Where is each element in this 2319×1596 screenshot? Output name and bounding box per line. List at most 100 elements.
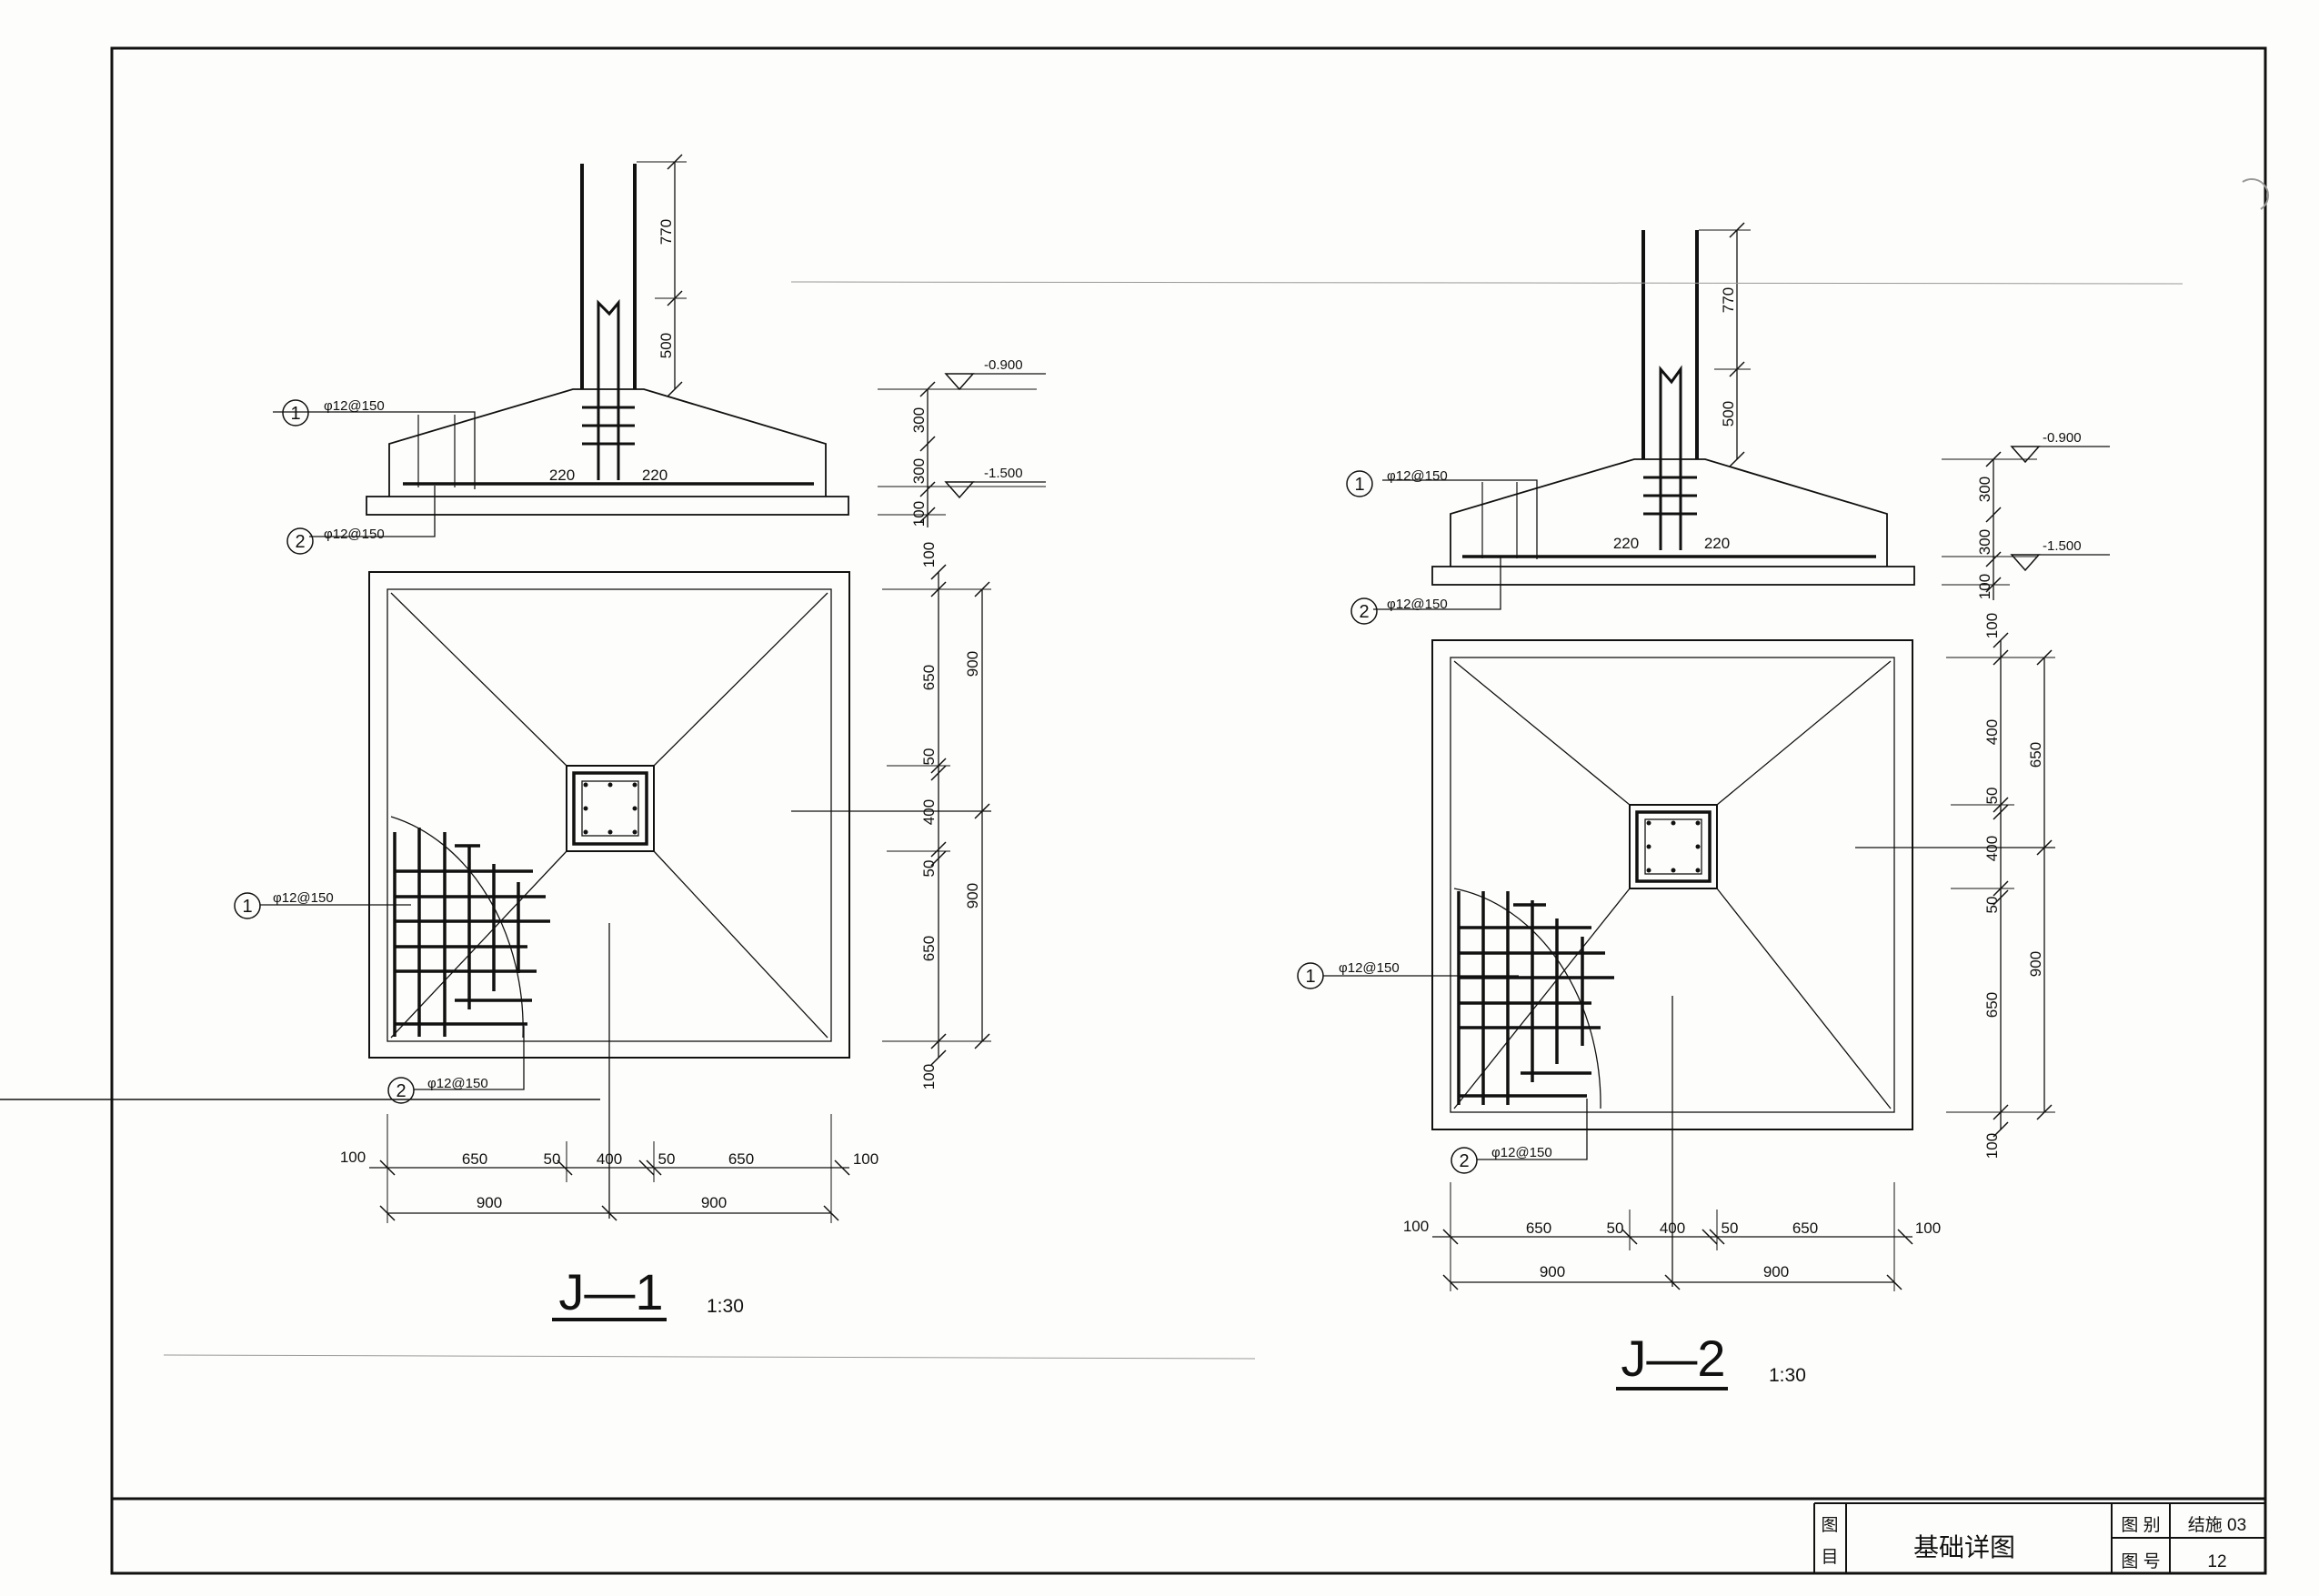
category-value: 结施 03 [2188,1515,2246,1535]
j2-h-400: 400 [1660,1220,1685,1237]
j2-h-650-left: 650 [1526,1220,1551,1237]
j2-dim-100: 100 [1976,574,1993,599]
j1-v-100-top: 100 [920,542,938,567]
j2-h-50-left: 50 [1607,1220,1624,1237]
j2-v-900-right: 900 [2027,951,2044,977]
j1-h-400: 400 [597,1150,622,1168]
j2-h-900-left: 900 [1540,1263,1565,1280]
j1-v-650-top: 650 [920,665,938,690]
j1-callout-1-text: 1 [290,404,300,424]
j1-bar-1-label: φ12@150 [324,398,385,414]
j2-bar-2-label: φ12@150 [1387,597,1448,612]
j1-h-50-right: 50 [658,1150,676,1168]
j1-callout-1 [282,399,309,427]
j1-h-650-right: 650 [728,1150,754,1168]
drawing-border [110,46,2267,1575]
j2-v-650-bot: 650 [1983,992,2001,1018]
j1-plan-callout-2 [387,1077,415,1104]
j2-callout-1-text: 1 [1354,475,1364,495]
j1-v-650-bot: 650 [920,936,938,961]
j1-v-900-bot: 900 [964,883,981,908]
j1-h-650-left: 650 [462,1150,487,1168]
j2-dim-300-b: 300 [1976,529,1993,555]
j2-column-bars [1646,820,1701,873]
j2-elev-1500: -1.500 [2043,538,2082,554]
j2-plan-bar-2: φ12@150 [1491,1145,1552,1160]
j1-dim-300-b: 300 [910,458,928,484]
j2-v-400: 400 [1983,836,2001,861]
j2-dim-300-a: 300 [1976,477,1993,502]
j2-plan-bar-1: φ12@150 [1339,960,1400,976]
j1-dim-770: 770 [658,219,675,245]
j1-rebar-mesh [393,828,550,1037]
j2-rebar-mesh [1457,891,1614,1105]
j2-bar-1-label: φ12@150 [1387,468,1448,484]
j1-plan-bar-2: φ12@150 [427,1076,488,1091]
category-label: 图 别 [2121,1515,2160,1535]
j2-dim-500: 500 [1720,401,1737,427]
j1-v-50-bot: 50 [920,860,938,878]
j2-v-50-bot: 50 [1983,897,2001,914]
title-block-label-tu: 图 [1821,1516,1838,1535]
j2-cover-right: 220 [1704,535,1730,552]
j1-cover-left: 220 [549,467,575,484]
j1-h-900-right: 900 [701,1194,727,1211]
j1-plan-callout-2-text: 2 [396,1081,406,1101]
j1-v-100-bot: 100 [920,1064,938,1089]
j2-title: J—2 [1621,1330,1725,1387]
j1-section-view: 1 φ12@150 2 φ12@150 220 220 770 500 300 … [273,154,1046,555]
j1-cover-right: 220 [642,467,668,484]
number-label: 图 号 [2121,1552,2160,1571]
scan-artifacts [163,177,2269,1360]
j2-callout-2-text: 2 [1359,602,1369,622]
j2-v-50-top: 50 [1983,788,2001,805]
j2-plan-callout-2-text: 2 [1459,1151,1469,1171]
j2-h-100-left: 100 [1403,1218,1429,1235]
j2-h-100-right: 100 [1915,1220,1941,1237]
j1-v-400: 400 [920,799,938,825]
j1-h-100-left: 100 [340,1149,366,1166]
j2-dim-770: 770 [1720,287,1737,313]
j2-h-900-right: 900 [1763,1263,1789,1280]
j2-h-50-right: 50 [1722,1220,1739,1237]
j2-plan-view: 1 φ12@150 2 φ12@150 100 400 50 400 50 65… [1297,613,2055,1291]
j2-section-view: 1 φ12@150 2 φ12@150 220 220 770 500 300 … [1346,222,2110,625]
j1-callout-2 [286,527,314,555]
j2-v-400-top: 400 [1983,719,2001,745]
j1-plan-callout-1-text: 1 [242,897,252,917]
title-block: 图 目 基础详图 图 别 结施 03 图 号 12 [1813,1502,2265,1573]
j2-cover-left: 220 [1613,535,1639,552]
j1-scale: 1:30 [707,1296,744,1317]
j2-plan-callout-1 [1297,962,1324,989]
detail-j1: 1 φ12@150 2 φ12@150 220 220 770 500 300 … [234,154,1046,1321]
j1-column-bars [583,782,637,835]
j1-elev-0900: -0.900 [984,357,1023,373]
j1-h-100-right: 100 [853,1150,878,1168]
j2-callout-1 [1346,470,1373,497]
j2-h-650-right: 650 [1792,1220,1818,1237]
j2-plan-callout-1-text: 1 [1305,967,1315,987]
j2-plan-callout-2 [1451,1147,1478,1174]
j1-plan-bar-1: φ12@150 [273,890,334,906]
j1-bar-2-label: φ12@150 [324,527,385,542]
j1-h-50-left: 50 [544,1150,561,1168]
j2-v-650-right: 650 [2027,742,2044,768]
j2-elev-0900: -0.900 [2043,430,2082,446]
title-block-label-ming: 目 [1821,1548,1838,1567]
drawing-name: 基础详图 [1913,1533,2015,1561]
j1-plan-callout-1 [234,892,261,919]
j1-v-900-top: 900 [964,651,981,677]
j1-v-50-top: 50 [920,748,938,766]
j1-dim-100: 100 [910,501,928,527]
j1-h-900-left: 900 [477,1194,502,1211]
j2-scale: 1:30 [1769,1365,1806,1386]
j1-dim-500: 500 [658,333,675,358]
j1-plan-view: 1 φ12@150 2 φ12@150 100 650 50 400 50 65… [234,542,991,1223]
j1-callout-2-text: 2 [295,532,305,552]
j1-elev-1500: -1.500 [984,466,1023,481]
j2-callout-2 [1350,597,1378,625]
detail-j2: 1 φ12@150 2 φ12@150 220 220 770 500 300 … [1297,222,2110,1390]
j2-v-100-bot: 100 [1983,1133,2001,1159]
j1-title: J—1 [558,1263,663,1320]
